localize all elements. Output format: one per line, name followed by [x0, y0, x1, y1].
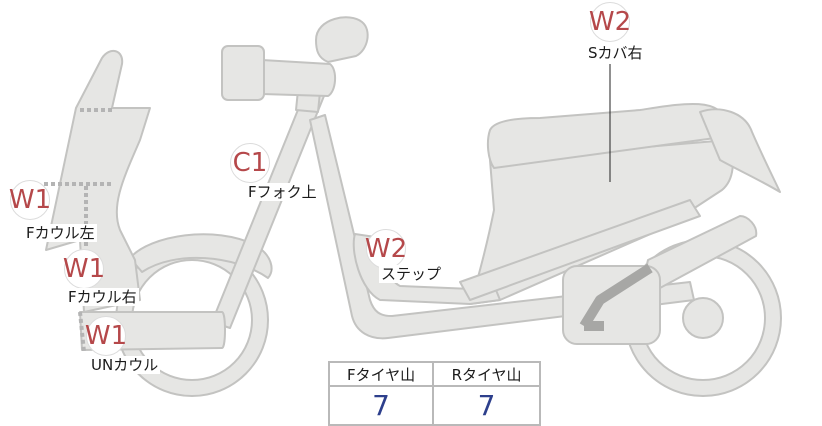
- grade-text: W2: [588, 7, 632, 37]
- part-label-f-fork-upper: Fフォク上: [246, 183, 319, 201]
- grade-marker-s-cover: W2: [588, 2, 632, 42]
- exhaust-pipe: [579, 263, 653, 331]
- grade-marker-f-cowl-left: W1: [8, 180, 52, 220]
- tire-tread-table: Fタイヤ山 Rタイヤ山 7 7: [327, 361, 541, 426]
- grade-text: W2: [364, 234, 408, 264]
- tail: [699, 108, 781, 193]
- handlebar: [261, 59, 336, 97]
- part-label-step: ステップ: [379, 265, 444, 283]
- table-row: 7 7: [327, 385, 541, 426]
- value-rear-tire: 7: [432, 385, 541, 426]
- headlight: [221, 45, 265, 101]
- swing-arm: [459, 199, 701, 301]
- grade-text: W1: [8, 185, 52, 215]
- mirror: [315, 16, 369, 63]
- value-front-tire: 7: [327, 385, 435, 426]
- grade-marker-f-cowl-right: W1: [62, 249, 106, 289]
- engine-case: [562, 265, 661, 345]
- seat: [486, 102, 731, 169]
- part-label-s-cover-right: Sカバ右: [586, 44, 645, 62]
- part-label-f-cowl-right: Fカウル右: [66, 288, 139, 306]
- grade-marker-un-cowl: W1: [84, 316, 128, 356]
- frame-tube: [309, 114, 695, 340]
- grade-text: C1: [232, 148, 268, 178]
- part-label-f-cowl-left: Fカウル左: [24, 224, 97, 242]
- part-label-un-cowl: UNカウル: [89, 356, 161, 374]
- header-rear-tire: Rタイヤ山: [432, 361, 541, 387]
- grade-marker-f-fork: C1: [230, 143, 270, 183]
- header-front-tire: Fタイヤ山: [327, 361, 435, 387]
- grade-text: W1: [62, 254, 106, 284]
- front-fork: [211, 89, 325, 329]
- front-cowl: [45, 49, 151, 313]
- table-header-row: Fタイヤ山 Rタイヤ山: [327, 361, 541, 387]
- grade-marker-step: W2: [364, 229, 408, 269]
- grade-text: W1: [84, 321, 128, 351]
- front-fender: [129, 233, 273, 279]
